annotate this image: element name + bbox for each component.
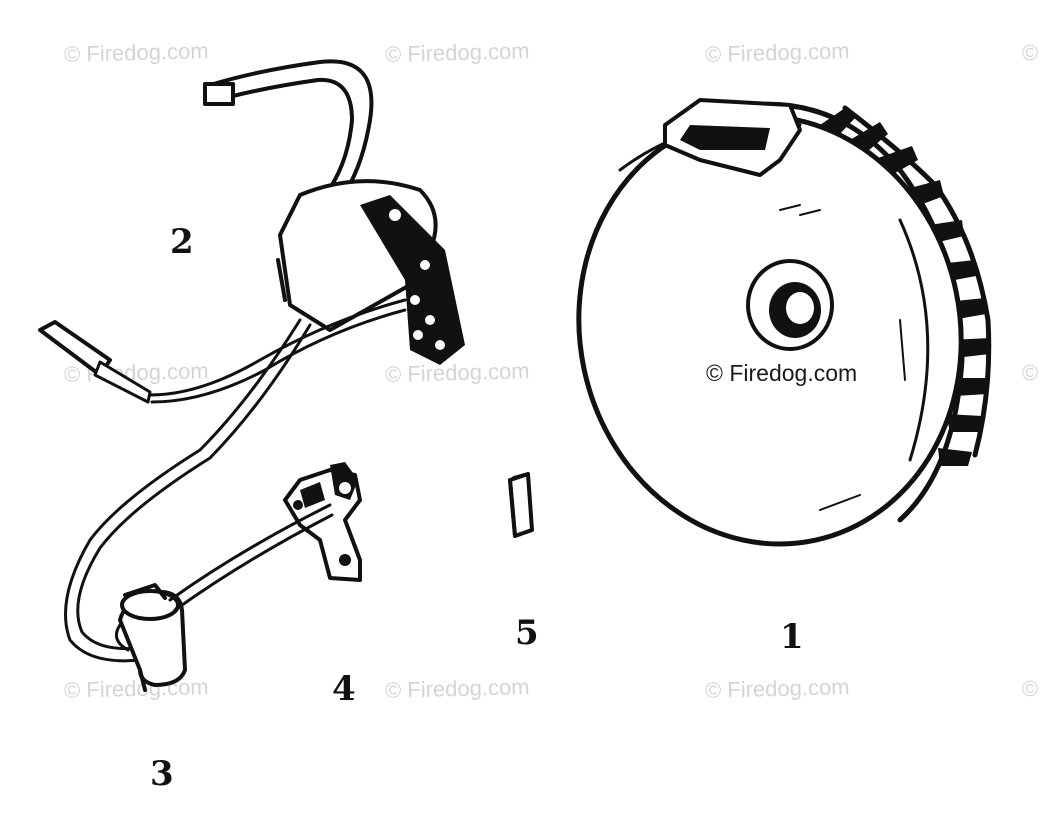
callout-part-4: 4 <box>332 669 356 709</box>
callout-part-3: 3 <box>150 754 174 794</box>
breaker-points-part <box>168 462 362 612</box>
flywheel-part <box>576 98 992 547</box>
watermark-overlay: © Firedog.com <box>706 360 858 386</box>
callout-part-2: 2 <box>170 222 194 262</box>
callout-part-5: 5 <box>515 613 539 653</box>
condenser-part <box>114 583 187 692</box>
ignition-coil-part <box>38 59 465 663</box>
callout-part-1: 1 <box>780 617 804 657</box>
flywheel-key-part <box>508 472 534 538</box>
